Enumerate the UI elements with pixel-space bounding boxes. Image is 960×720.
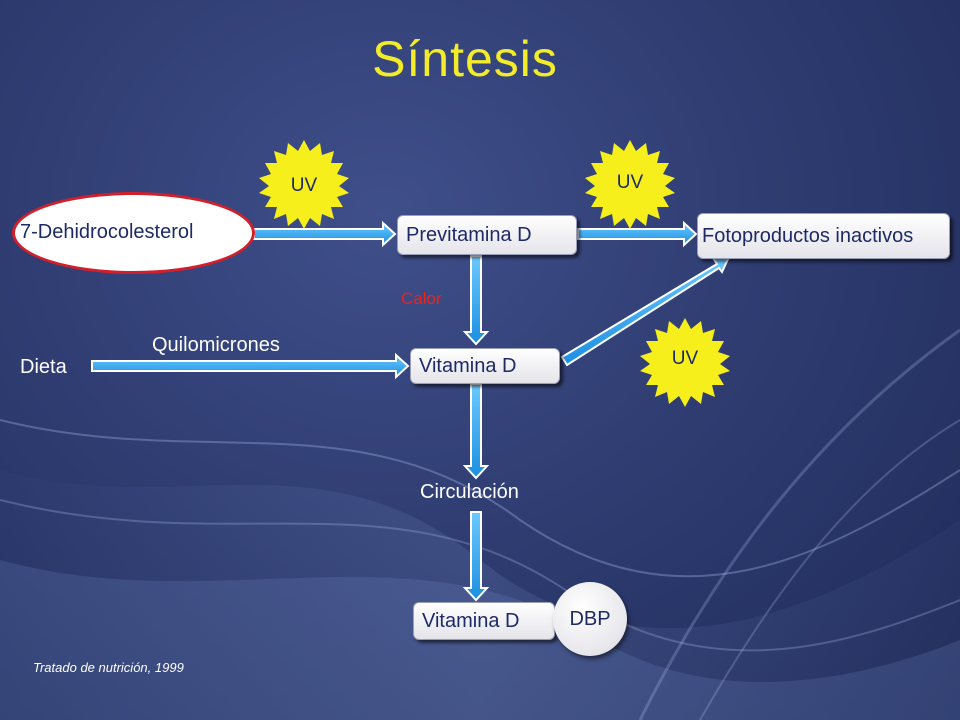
calor-label: Calor	[401, 289, 442, 308]
previtamina-box: Previtamina D	[397, 215, 577, 255]
fotoproductos-box: Fotoproductos inactivos	[697, 213, 950, 259]
arrow-dehidro-to-previtamina	[253, 220, 397, 248]
uv-sun-3	[640, 318, 730, 407]
source-citation: Tratado de nutrición, 1999	[33, 660, 184, 675]
uv-sun-2	[585, 140, 675, 229]
arrow-previtamina-to-fotoproductos	[577, 220, 698, 248]
fotoproductos-label: Fotoproductos inactivos	[702, 224, 914, 247]
page-title: Síntesis	[372, 31, 558, 87]
vitamina-d-bottom-label: Vitamina D	[422, 609, 520, 632]
vitamina-d-label: Vitamina D	[419, 354, 517, 377]
dbp-label: DBP	[569, 607, 611, 630]
vitamina-d-box: Vitamina D	[410, 348, 560, 384]
dieta-label: Dieta	[20, 356, 67, 378]
uv-sun-1	[259, 140, 349, 229]
dbp-circle: DBP	[553, 582, 627, 656]
uv-label-1: UV	[290, 175, 318, 196]
circulacion-label: Circulación	[420, 481, 519, 503]
arrow-circulacion-to-vitamina	[462, 511, 490, 602]
arrow-dieta-to-vitamina	[91, 352, 410, 380]
arrow-vitamina-to-circulacion	[462, 383, 490, 480]
arrow-previtamina-to-vitamina	[462, 255, 490, 346]
dehidrocolesterol-label: 7-Dehidrocolesterol	[20, 221, 194, 243]
vitamina-d-bottom-box: Vitamina D	[413, 602, 555, 640]
arrow-vitamina-to-fotoproductos	[560, 255, 731, 367]
previtamina-label: Previtamina D	[406, 223, 532, 246]
uv-label-2: UV	[616, 172, 644, 193]
dehidrocolesterol-oval	[12, 192, 255, 274]
quilomicrones-label: Quilomicrones	[152, 334, 280, 356]
uv-label-3: UV	[671, 348, 699, 369]
